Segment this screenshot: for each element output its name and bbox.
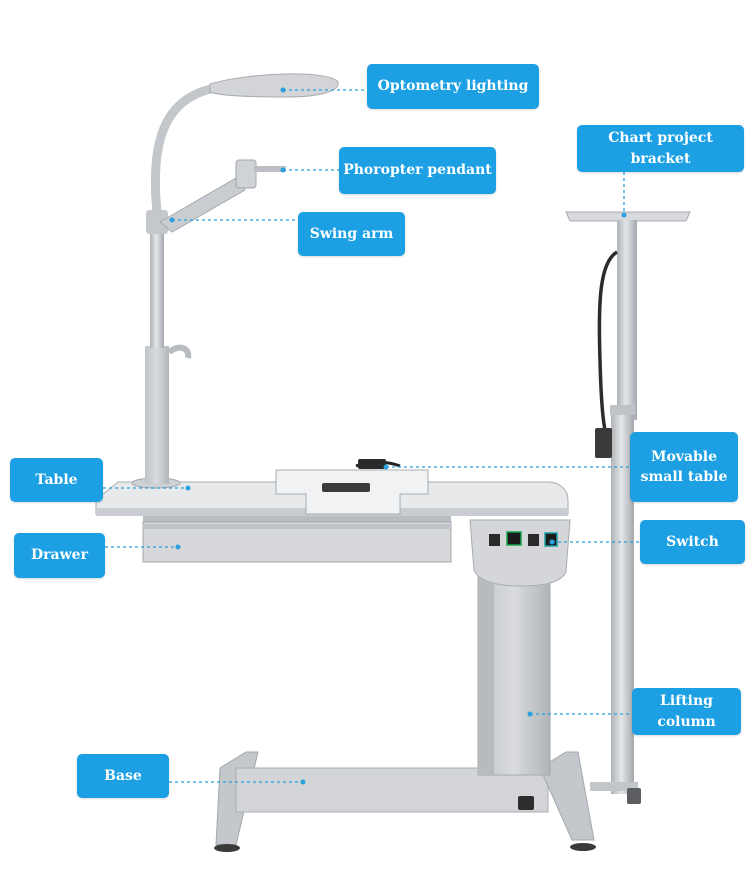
- base: [214, 751, 596, 852]
- leader-lines: [103, 87, 640, 785]
- label-table: Table: [10, 458, 103, 502]
- label-chart-project-bracket: Chart project bracket: [577, 125, 744, 172]
- switch-box: [469, 519, 571, 587]
- label-drawer-text: Drawer: [31, 547, 88, 564]
- label-table-text: Table: [35, 471, 78, 488]
- label-switch-text: Switch: [666, 533, 719, 550]
- leader-dot-switch: [549, 539, 555, 545]
- label-phoropter-pendant-text: Phoropter pendant: [343, 162, 492, 179]
- optometry-lighting-assembly: [150, 73, 339, 217]
- label-movable-small-table-line2: small table: [640, 469, 728, 485]
- label-swing-arm: Swing arm: [298, 212, 405, 256]
- leader-dot-base: [300, 779, 306, 785]
- label-base-text: Base: [104, 767, 142, 784]
- label-optometry-lighting: Optometry lighting: [367, 64, 539, 109]
- label-lifting-column-line2: column: [657, 713, 716, 730]
- label-base: Base: [77, 754, 169, 798]
- leader-dot-phoropter-pendant: [280, 167, 286, 173]
- phoropter-pendant-arm: [159, 159, 286, 233]
- leader-dot-chart-project-bracket: [621, 212, 627, 218]
- label-movable-small-table-line1: Movable: [650, 448, 718, 465]
- label-optometry-lighting-text: Optometry lighting: [377, 78, 529, 95]
- label-chart-project-bracket-text: Chart project bracket: [608, 130, 713, 167]
- label-lifting-column-line1: Lifting: [660, 693, 713, 710]
- leader-dot-table: [185, 485, 191, 491]
- leader-dot-lifting-column: [527, 711, 533, 717]
- label-lifting-column: Lifting column: [632, 688, 741, 735]
- label-drawer: Drawer: [14, 533, 105, 578]
- lifting-column: [477, 574, 551, 776]
- movable-small-table: [275, 459, 429, 515]
- leader-dot-movable-small-table: [383, 464, 389, 470]
- lamp-column: [131, 210, 192, 489]
- label-movable-small-table: Movable small table: [630, 432, 738, 502]
- chart-project-bracket-stand: [565, 211, 691, 804]
- drawer: [142, 521, 452, 563]
- leader-dot-optometry-lighting: [280, 87, 286, 93]
- leader-dot-drawer: [175, 544, 181, 550]
- label-swing-arm-text: Swing arm: [309, 225, 394, 242]
- label-switch: Switch: [640, 520, 745, 564]
- leader-dot-swing-arm: [169, 217, 175, 223]
- label-phoropter-pendant: Phoropter pendant: [339, 147, 496, 194]
